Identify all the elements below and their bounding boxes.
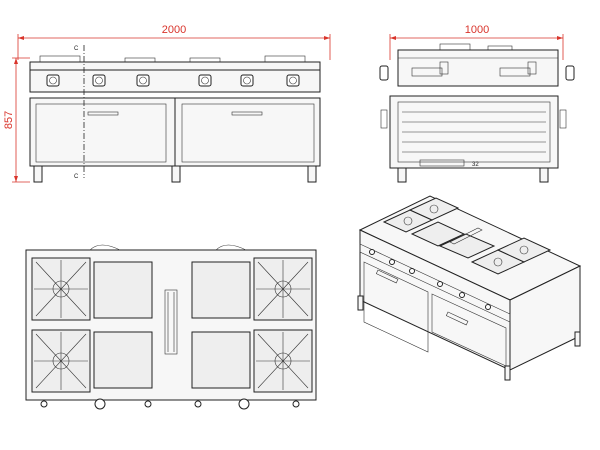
top-view [25,244,317,410]
side-view: 1000 32 [379,24,575,183]
section-mark-bottom: C [74,174,79,180]
width-dimension: 2000 [162,24,186,36]
section-mark-top: C [74,46,79,52]
height-dimension: 857 [3,111,15,129]
depth-dimension: 1000 [465,24,489,36]
isometric-view [357,195,582,381]
front-knobs [46,74,300,87]
front-view: 2000 857 [3,24,331,183]
burner-tag: 32 [472,162,479,168]
